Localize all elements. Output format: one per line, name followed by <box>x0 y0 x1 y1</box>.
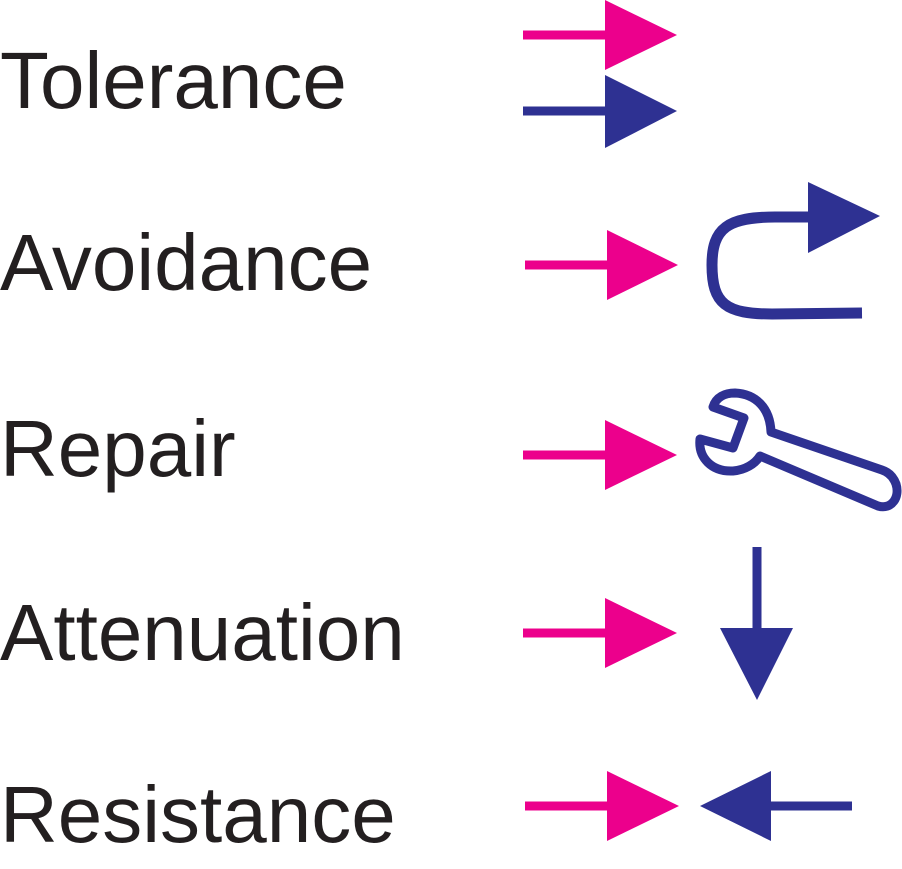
wrench-icon <box>695 388 902 512</box>
pink-arrow-icon <box>523 0 677 70</box>
pink-arrow-icon <box>525 771 679 841</box>
label-attenuation: Attenuation <box>0 588 405 677</box>
label-resistance: Resistance <box>0 770 396 859</box>
pink-arrow-icon <box>525 230 678 300</box>
opposing-arrow-icon <box>700 771 852 841</box>
down-arrow-icon <box>720 547 793 700</box>
label-avoidance: Avoidance <box>0 218 372 307</box>
two-parallel-arrows-icon <box>523 75 677 148</box>
u-turn-arrow-icon <box>706 182 880 320</box>
label-repair: Repair <box>0 404 236 493</box>
label-tolerance: Tolerance <box>0 36 347 125</box>
pink-arrow-icon <box>523 420 677 490</box>
pink-arrow-icon <box>523 598 677 668</box>
